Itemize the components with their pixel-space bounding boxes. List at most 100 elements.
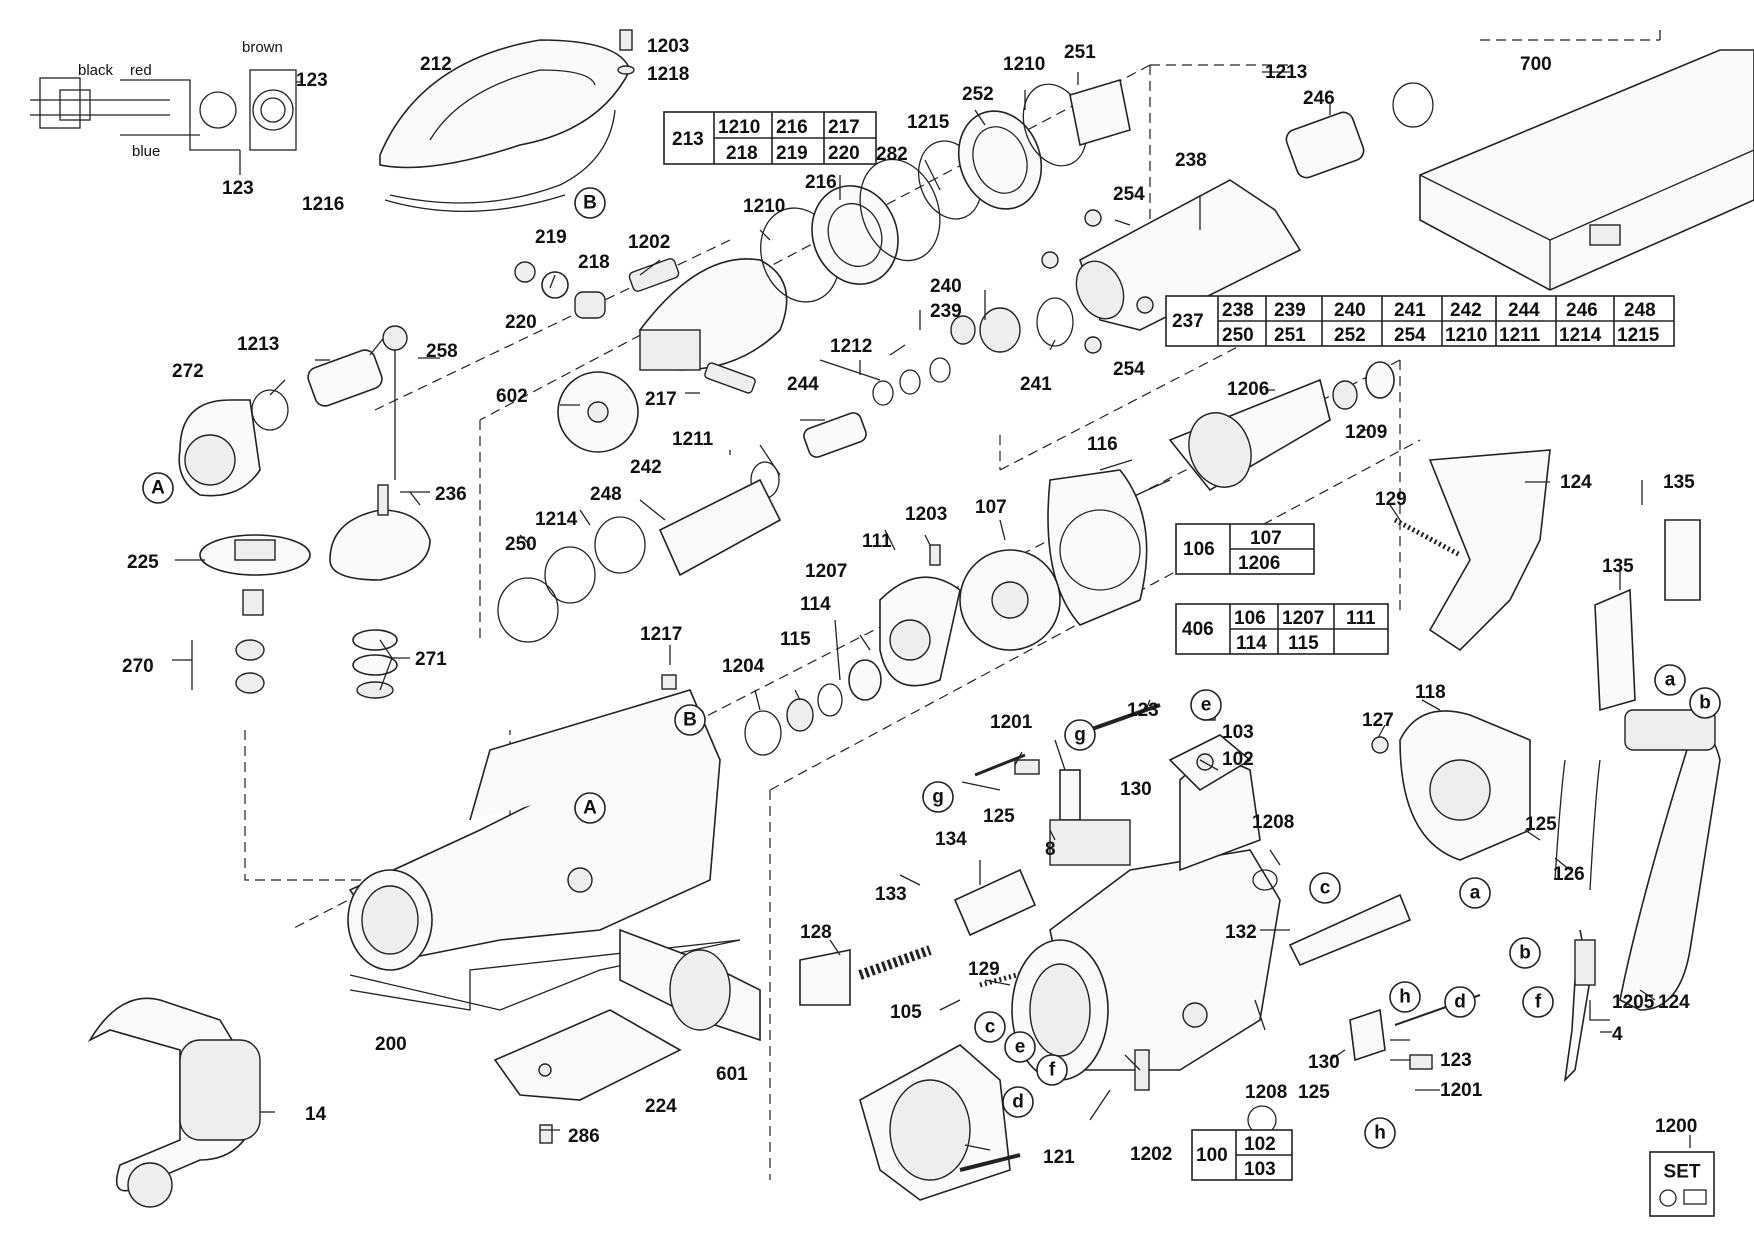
label-129-b: 129 (968, 959, 1000, 980)
table-237-cell: 241 (1394, 300, 1426, 321)
label-1201-b: 1201 (1440, 1080, 1483, 1101)
svg-text:B: B (683, 710, 697, 731)
label-1203-a: 1203 (647, 36, 689, 57)
label-251: 251 (1064, 42, 1096, 63)
svg-text:B: B (583, 193, 597, 214)
set-badge-text: SET (1664, 1162, 1701, 1183)
label-250: 250 (505, 534, 537, 555)
label-1211: 1211 (672, 429, 714, 450)
label-218: 218 (578, 252, 610, 273)
svg-text:f: f (1535, 992, 1542, 1013)
label-244: 244 (787, 374, 819, 395)
label-1207: 1207 (805, 561, 847, 582)
table-237-cell: 254 (1394, 325, 1426, 346)
label-200: 200 (375, 1034, 407, 1055)
label-282: 282 (876, 144, 908, 165)
table-406-key: 406 (1182, 619, 1214, 640)
cover-212 (379, 39, 631, 212)
table-237-key: 237 (1172, 311, 1204, 332)
table-100: 100 102 103 (1191, 1129, 1293, 1181)
label-118: 118 (1415, 682, 1446, 703)
label-212: 212 (420, 54, 452, 75)
table-213-key: 213 (672, 129, 704, 150)
cover-224 (493, 1009, 682, 1144)
label-123-d: 123 (1440, 1050, 1472, 1071)
gear-housing-200 (347, 674, 741, 1011)
part-labels: 123 123 212 1203 1218 1216 219 1202 218 … (122, 36, 1697, 1168)
table-237-cell: 252 (1334, 325, 1366, 346)
table-237-cell: 251 (1274, 325, 1306, 346)
table-406-cell: 111 (1346, 608, 1376, 629)
label-224: 224 (645, 1096, 677, 1117)
label-236: 236 (435, 484, 467, 505)
table-237-cell: 250 (1222, 325, 1254, 346)
wire-blue-label: blue (132, 143, 160, 160)
label-123-a: 123 (296, 70, 328, 91)
label-1216: 1216 (302, 194, 344, 215)
marker-A-2: A (574, 792, 606, 824)
handle-14 (87, 997, 261, 1208)
table-106: 106 107 1206 (1175, 523, 1315, 575)
label-124-a: 124 (1560, 472, 1592, 493)
svg-text:A: A (583, 798, 597, 819)
wire-red-label: red (130, 62, 152, 79)
table-237-cell: 1214 (1559, 325, 1602, 346)
spring-129 (1393, 517, 1462, 558)
motor-housing-100 (1011, 761, 1281, 1091)
case-700 (1419, 49, 1754, 291)
label-1201-a: 1201 (990, 712, 1033, 733)
table-213-cell: 219 (776, 143, 808, 164)
table-237-cell: 248 (1624, 300, 1656, 321)
label-134: 134 (935, 829, 967, 850)
table-213-cell: 220 (828, 143, 860, 164)
label-238: 238 (1175, 150, 1207, 171)
label-270: 270 (122, 656, 154, 677)
label-220: 220 (505, 312, 537, 333)
label-1208-b: 1208 (1245, 1082, 1287, 1103)
marker-h-1: h (1389, 981, 1421, 1013)
table-237-cell: 1211 (1499, 325, 1541, 346)
label-129-a: 129 (1375, 489, 1407, 510)
svg-text:d: d (1454, 992, 1466, 1013)
label-128: 128 (800, 922, 832, 943)
label-130-a: 130 (1120, 779, 1152, 800)
label-219: 219 (535, 227, 567, 248)
label-1208-a: 1208 (1252, 812, 1294, 833)
switch-135 (1594, 519, 1701, 712)
marker-e-2: e (1004, 1031, 1036, 1063)
marker-f-2: f (1036, 1054, 1068, 1086)
label-123-b: 123 (222, 178, 254, 199)
label-602: 602 (496, 386, 528, 407)
wire-black-label: black (78, 62, 114, 79)
table-406: 406 106 1207 111 114 115 (1175, 603, 1389, 655)
marker-b-1: b (1689, 687, 1721, 719)
label-133: 133 (875, 884, 907, 905)
rod-and-gear (178, 325, 408, 497)
stator-105 (859, 1044, 1021, 1201)
label-115: 115 (780, 629, 811, 650)
marker-e-1: e (1190, 689, 1222, 721)
label-700: 700 (1520, 54, 1552, 75)
label-125-c: 125 (1298, 1082, 1330, 1103)
set-badge-1200: SET (1649, 1151, 1715, 1217)
table-237: 237 238 239 240 241 242 244 246 248 250 … (1165, 295, 1675, 347)
label-103: 103 (1222, 722, 1254, 743)
label-107: 107 (975, 497, 1007, 518)
marker-c-1: c (1309, 872, 1341, 904)
label-1218: 1218 (647, 64, 689, 85)
marker-a-1: a (1654, 664, 1686, 696)
label-271: 271 (415, 649, 447, 670)
marker-g-1: g (1064, 719, 1096, 751)
bevel-gears (199, 484, 431, 699)
label-1200: 1200 (1655, 1116, 1697, 1137)
label-1214: 1214 (535, 509, 578, 530)
label-246: 246 (1303, 88, 1335, 109)
label-102: 102 (1222, 749, 1254, 770)
label-248: 248 (590, 484, 622, 505)
wiring-diagram: black red brown blue (30, 39, 297, 160)
label-125-b: 125 (1525, 814, 1557, 835)
label-286: 286 (568, 1126, 600, 1147)
spindle-238 (1041, 82, 1434, 354)
table-237-cell: 246 (1566, 300, 1598, 321)
